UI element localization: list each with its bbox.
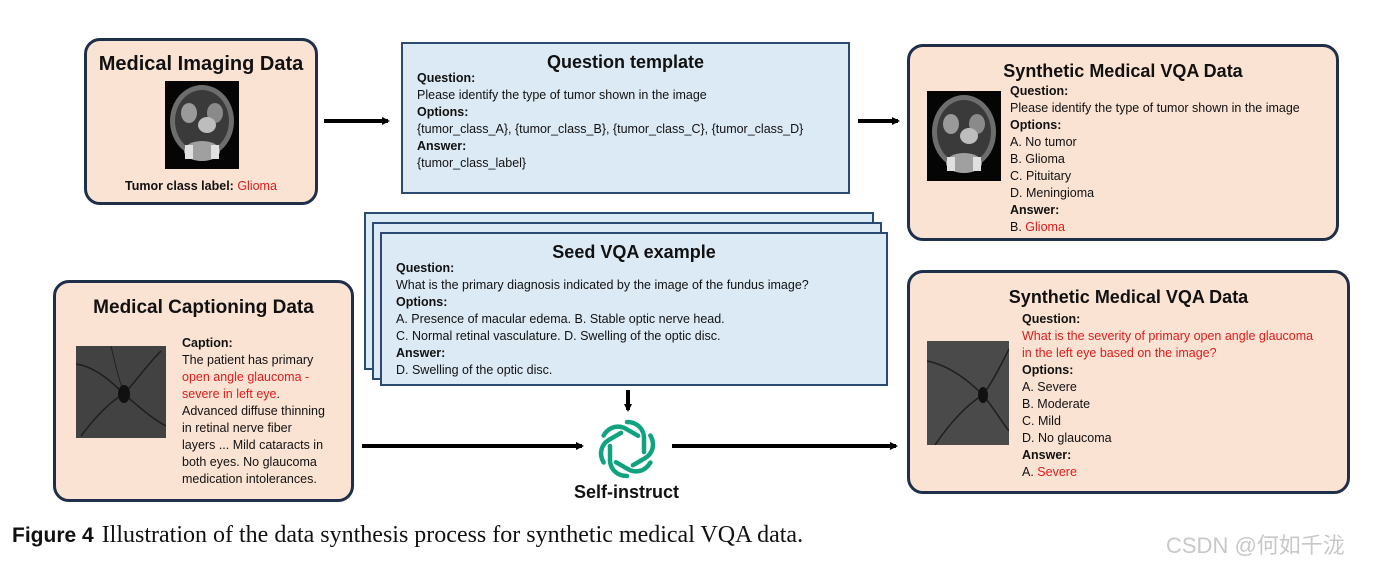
question-template-title: Question template: [546, 52, 705, 72]
medical-imaging-title: Medical Imaging Data: [98, 53, 304, 75]
template-options: {tumor_class_A}, {tumor_class_B}, {tumor…: [417, 122, 804, 136]
caption-line: The patient has primary: [182, 353, 314, 367]
caption-line-highlight: open angle glaucoma -: [182, 370, 310, 384]
seed-options-label: Options:: [396, 295, 448, 309]
synth-bottom-answer-label: Answer:: [1022, 448, 1072, 462]
figure-caption-text: Illustration of the data synthesis proce…: [101, 522, 804, 548]
tumor-label-value: Glioma: [237, 179, 277, 193]
synth-top-content: Question: Please identify the type of tu…: [1010, 83, 1300, 236]
synth-top-question-label: Question:: [1010, 84, 1069, 98]
template-answer: {tumor_class_label}: [417, 156, 527, 170]
caption-line: medication intolerances.: [182, 472, 317, 486]
caption-line: in retinal nerve fiber: [182, 421, 292, 435]
seed-options-line2: C. Normal retinal vasculature. D. Swelli…: [396, 329, 721, 343]
medical-imaging-data-box: Medical Imaging Data Tumor class label: …: [84, 38, 318, 205]
brain-mri-image: [165, 81, 239, 169]
synth-bottom-options-label: Options:: [1022, 363, 1074, 377]
csdn-watermark: CSDN @何如千泷: [1166, 533, 1345, 558]
synth-bottom-content: Question: What is the severity of primar…: [1022, 311, 1313, 481]
self-instruct-label: Self-instruct: [574, 482, 680, 502]
captioning-title: Medical Captioning Data: [93, 297, 314, 318]
seed-question: What is the primary diagnosis indicated …: [396, 278, 809, 292]
question-template-box: Question template Question: Please ident…: [401, 42, 850, 194]
synth-bottom-answer: A. Severe: [1022, 465, 1077, 479]
caption-line: Advanced diffuse thinning: [182, 404, 325, 418]
seed-options-line1: A. Presence of macular edema. B. Stable …: [396, 312, 725, 326]
synth-bottom-option: D. No glaucoma: [1022, 431, 1112, 445]
tumor-label-prefix: Tumor class label:: [125, 179, 238, 193]
synth-bottom-question-line2: in the left eye based on the image?: [1022, 346, 1217, 360]
synth-top-option: D. Meningioma: [1010, 186, 1095, 200]
synth-top-option: B. Glioma: [1010, 152, 1065, 166]
synth-bottom-option: C. Mild: [1022, 414, 1061, 428]
fundus-image-2: [927, 341, 1009, 445]
caption-line: both eyes. No glaucoma: [182, 455, 317, 469]
caption-content: Caption: The patient has primary open an…: [182, 335, 325, 488]
synth-top-title: Synthetic Medical VQA Data: [1003, 61, 1243, 81]
synth-top-answer-label: Answer:: [1010, 203, 1060, 217]
seed-vqa-title: Seed VQA example: [552, 242, 716, 262]
caption-line-highlight-row: severe in left eye.: [182, 387, 280, 401]
fundus-image: [76, 346, 166, 438]
caption-label: Caption:: [182, 336, 233, 350]
synth-top-options-label: Options:: [1010, 118, 1062, 132]
template-content: Question: Please identify the type of tu…: [417, 70, 803, 172]
synth-bottom-question-label: Question:: [1022, 312, 1081, 326]
seed-answer: D. Swelling of the optic disc.: [396, 363, 553, 377]
seed-vqa-box: Seed VQA example Question: What is the p…: [380, 232, 888, 386]
medical-captioning-data-box: Medical Captioning Data Caption: The pat…: [53, 280, 354, 502]
seed-question-label: Question:: [396, 261, 455, 275]
template-question: Please identify the type of tumor shown …: [417, 88, 707, 102]
template-answer-label: Answer:: [417, 139, 467, 153]
synthetic-vqa-top-box: Synthetic Medical VQA Data Question: Ple…: [907, 44, 1339, 241]
synth-top-answer: B. Glioma: [1010, 220, 1065, 234]
openai-logo-icon: [598, 419, 656, 479]
figure-caption-label: Figure 4: [12, 524, 94, 547]
synth-bottom-option: B. Moderate: [1022, 397, 1091, 411]
brain-mri-image-2: [927, 91, 1001, 181]
tumor-label-row: Tumor class label: Glioma: [125, 178, 277, 195]
synthetic-vqa-bottom-box: Synthetic Medical VQA Data Question: Wha…: [907, 270, 1350, 494]
figure-caption: Figure 4 Illustration of the data synthes…: [12, 522, 803, 549]
synth-top-option: A. No tumor: [1010, 135, 1077, 149]
template-question-label: Question:: [417, 71, 476, 85]
seed-content: Question: What is the primary diagnosis …: [396, 260, 809, 379]
caption-line: layers ... Mild cataracts in: [182, 438, 324, 452]
synth-bottom-option: A. Severe: [1022, 380, 1077, 394]
template-options-label: Options:: [417, 105, 469, 119]
synth-top-option: C. Pituitary: [1010, 169, 1072, 183]
synth-bottom-question-line1: What is the severity of primary open ang…: [1022, 329, 1314, 343]
seed-answer-label: Answer:: [396, 346, 446, 360]
synth-top-question: Please identify the type of tumor shown …: [1010, 101, 1300, 115]
synth-bottom-title: Synthetic Medical VQA Data: [1008, 287, 1249, 307]
